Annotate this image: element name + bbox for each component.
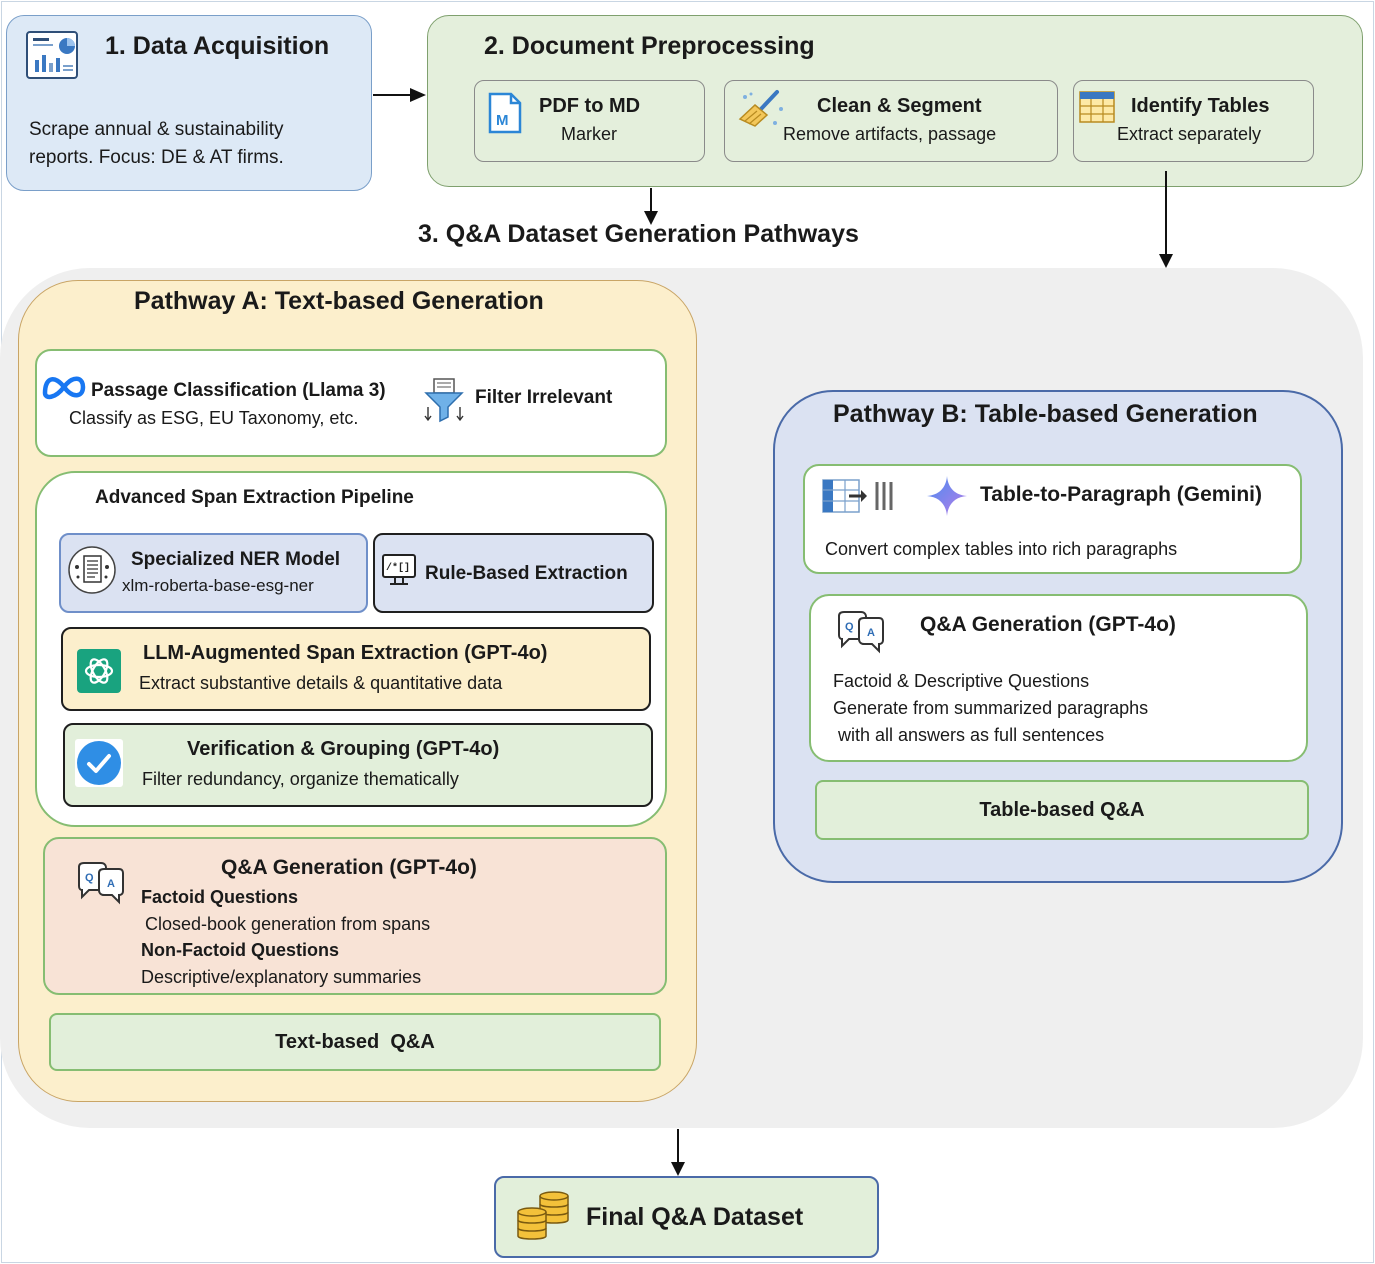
t2p-title: Table-to-Paragraph (Gemini) — [980, 483, 1262, 506]
classification-subtitle: Classify as ESG, EU Taxonomy, etc. — [69, 408, 359, 428]
pdf-to-md-title: PDF to MD — [539, 95, 641, 117]
factoid-desc: Closed-book generation from spans — [145, 914, 431, 934]
monitor-code-icon: /*[] — [381, 553, 417, 594]
svg-text:Q: Q — [845, 621, 854, 633]
pdf-to-md-subtitle: Marker — [561, 124, 618, 144]
text-based-qa-output: Text-based Q&A — [49, 1013, 661, 1071]
acquisition-title: 1. Data Acquisition — [105, 32, 330, 60]
arrow-head-prep-to-pathway-b — [1159, 254, 1173, 268]
acquisition-line-2: reports. Focus: DE & AT firms. — [29, 147, 284, 168]
svg-text:A: A — [107, 878, 115, 890]
acquisition-line-1: Scrape annual & sustainability — [29, 119, 284, 140]
arrow-to-final — [677, 1129, 679, 1165]
report-chart-icon — [25, 30, 83, 82]
classification-title: Passage Classification (Llama 3) — [91, 380, 386, 401]
rule-based-title: Rule-Based Extraction — [425, 563, 628, 584]
data-acquisition-box: 1. Data Acquisition Scrape annual & sust… — [6, 15, 372, 191]
t2p-desc: Convert complex tables into rich paragra… — [825, 539, 1178, 559]
arrow-prep-to-pathway-b — [1165, 171, 1167, 257]
llm-span-title: LLM-Augmented Span Extraction (GPT-4o) — [143, 642, 548, 664]
ner-model-card: Specialized NER Model xlm-roberta-base-e… — [59, 533, 368, 613]
arrow-prep-to-pathways — [650, 188, 652, 214]
preprocessing-title: 2. Document Preprocessing — [484, 32, 815, 60]
identify-tables-card: Identify Tables Extract separately — [1073, 80, 1314, 162]
arrow-acq-to-prep — [373, 94, 413, 96]
funnel-filter-icon — [422, 377, 466, 428]
table-based-qa-output: Table-based Q&A — [815, 780, 1309, 840]
ner-subtitle: xlm-roberta-base-esg-ner — [122, 576, 314, 595]
final-dataset-box: Final Q&A Dataset — [494, 1176, 879, 1258]
broom-icon — [737, 89, 789, 134]
arrow-head-prep-to-pathways — [644, 211, 658, 225]
rule-based-card: /*[] Rule-Based Extraction — [373, 533, 654, 613]
pathway-b-box: Pathway B: Table-based Generation — [773, 390, 1343, 883]
gemini-sparkle-icon — [925, 474, 969, 523]
database-stack-icon — [516, 1190, 570, 1249]
qa-b-line-2: Generate from summarized paragraphs — [833, 698, 1149, 718]
nonfactoid-desc: Descriptive/explanatory summaries — [141, 967, 422, 987]
document-preprocessing-box: 2. Document Preprocessing M PDF to MD Ma… — [427, 15, 1363, 187]
svg-text:Q: Q — [85, 872, 94, 884]
clean-segment-subtitle: Remove artifacts, passage — [783, 124, 997, 144]
qa-b-title: Q&A Generation (GPT-4o) — [920, 613, 1176, 636]
svg-text:A: A — [867, 627, 875, 639]
table-grid-icon — [1079, 91, 1115, 128]
qa-generation-b-card: Q A Q&A Generation (GPT-4o) Factoid & De… — [809, 594, 1308, 762]
svg-text:/*[]: /*[] — [386, 562, 410, 574]
span-extraction-pipeline: Advanced Span Extraction Pipeline Specia… — [35, 471, 667, 827]
table-based-qa-label: Table-based Q&A — [979, 799, 1145, 821]
text-based-qa-label: Text-based Q&A — [275, 1031, 435, 1053]
ner-title: Specialized NER Model — [131, 549, 341, 570]
verification-subtitle: Filter redundancy, organize thematically — [142, 769, 459, 789]
check-circle-icon — [75, 739, 123, 792]
verification-grouping-card: Verification & Grouping (GPT-4o) Filter … — [63, 723, 653, 807]
pathway-a-box: Pathway A: Text-based Generation Passage… — [18, 280, 697, 1102]
clean-segment-card: Clean & Segment Remove artifacts, passag… — [724, 80, 1058, 162]
pathway-b-title: Pathway B: Table-based Generation — [833, 400, 1258, 428]
factoid-title: Factoid Questions — [141, 887, 299, 907]
document-circle-icon — [67, 545, 117, 600]
qa-generation-a-card: Q A Q&A Generation (GPT-4o) Factoid Ques… — [43, 837, 667, 995]
nonfactoid-title: Non-Factoid Questions — [141, 940, 339, 960]
markdown-file-icon: M — [487, 91, 523, 140]
qa-b-line-3: with all answers as full sentences — [833, 725, 1105, 745]
final-title: Final Q&A Dataset — [586, 1203, 804, 1231]
pdf-to-md-card: M PDF to MD Marker — [474, 80, 705, 162]
filter-irrelevant-label: Filter Irrelevant — [475, 387, 613, 408]
openai-logo-icon — [77, 649, 121, 698]
arrow-head-to-final — [671, 1162, 685, 1176]
qa-b-line-1: Factoid & Descriptive Questions — [833, 671, 1090, 691]
arrow-head-acq-to-prep — [410, 88, 426, 102]
qa-a-title: Q&A Generation (GPT-4o) — [221, 856, 477, 879]
pathways-title: 3. Q&A Dataset Generation Pathways — [418, 220, 859, 248]
pathway-a-title: Pathway A: Text-based Generation — [134, 287, 544, 315]
qa-bubbles-icon: Q A — [835, 610, 887, 661]
svg-text:M: M — [496, 112, 509, 129]
llm-span-subtitle: Extract substantive details & quantitati… — [139, 673, 503, 693]
qa-bubbles-icon: Q A — [75, 861, 127, 912]
table-to-paragraph-card: Table-to-Paragraph (Gemini) Convert comp… — [803, 464, 1302, 574]
identify-tables-subtitle: Extract separately — [1117, 124, 1262, 144]
table-to-text-icon — [821, 478, 897, 519]
verification-title: Verification & Grouping (GPT-4o) — [187, 738, 500, 760]
clean-segment-title: Clean & Segment — [817, 95, 982, 117]
llm-span-extraction-card: LLM-Augmented Span Extraction (GPT-4o) E… — [61, 627, 651, 711]
meta-logo-icon — [41, 371, 87, 408]
identify-tables-title: Identify Tables — [1131, 95, 1270, 117]
span-pipeline-title: Advanced Span Extraction Pipeline — [95, 487, 414, 508]
passage-classification-card: Passage Classification (Llama 3) Classif… — [35, 349, 667, 457]
